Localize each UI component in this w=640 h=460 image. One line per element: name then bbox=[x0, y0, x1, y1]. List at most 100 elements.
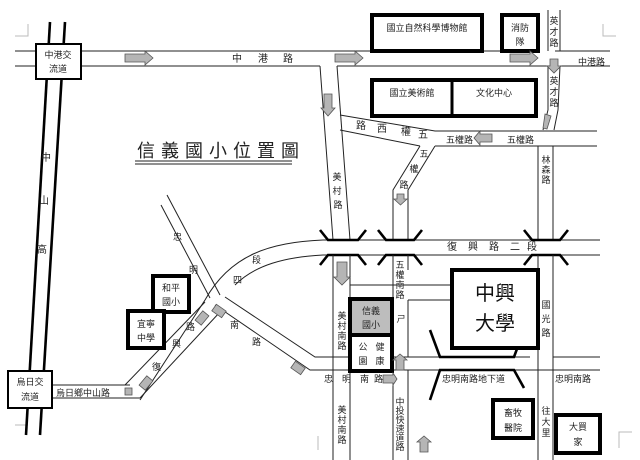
label-meicun-1: 美 bbox=[332, 171, 341, 183]
page-corner-marks bbox=[15, 24, 632, 450]
label-underpass: 忠明南路地下道 bbox=[442, 373, 505, 385]
park-char1: 公 bbox=[358, 342, 367, 353]
arrow-down-icon bbox=[333, 261, 351, 286]
label-yingcai-s-1: 英 bbox=[549, 75, 558, 87]
label-todali-2: 大 bbox=[541, 416, 550, 428]
car-marker-icon bbox=[290, 360, 306, 376]
zhonggang-interchange-line2: 流道 bbox=[49, 63, 67, 75]
arrow-diag-icon bbox=[542, 113, 552, 130]
label-wuquan-diag-2: 權 bbox=[409, 163, 418, 175]
label-yingcai-s-2: 才 bbox=[549, 86, 558, 98]
linsen-road bbox=[537, 146, 554, 240]
car-marker-icon bbox=[194, 310, 210, 326]
yining-line1: 宜寧 bbox=[137, 318, 155, 330]
arrow-up-icon bbox=[415, 435, 433, 453]
nchu-line1: 中興 bbox=[475, 281, 515, 305]
arrow-up-icon bbox=[391, 353, 409, 371]
xinyi-line2: 國小 bbox=[362, 320, 380, 331]
label-zhongming-1: 忠 bbox=[173, 232, 182, 243]
label-zhongtou-3: 快 bbox=[395, 414, 404, 426]
vet-hospital: 畜牧 醫院 bbox=[491, 398, 535, 440]
arrow-right-icon bbox=[382, 371, 398, 387]
label-todali-1: 往 bbox=[541, 405, 550, 417]
label-zhonggang-1: 中 bbox=[232, 52, 242, 65]
zhonggang-interchange: 中港交 流道 bbox=[35, 43, 82, 80]
label-yingcai-n-2: 才 bbox=[549, 26, 558, 38]
label-fuxing4-2: 四 bbox=[233, 276, 242, 286]
yining-high-school: 宜寧 中學 bbox=[126, 309, 166, 350]
label-zhongtou-2: 投 bbox=[395, 405, 404, 417]
nchu-line2: 大學 bbox=[475, 311, 515, 335]
tamida-store: 大買 家 bbox=[554, 413, 602, 455]
label-meicunnan-u-3: 南 bbox=[337, 330, 346, 342]
label-fuxing-lower-3: 復 bbox=[152, 361, 161, 373]
map-title: 信義國小位置圖 bbox=[135, 141, 299, 165]
label-zhongshan-2: 山 bbox=[39, 195, 49, 207]
label-fuxing2-1: 復 bbox=[447, 240, 457, 253]
label-guoguang-2: 光 bbox=[541, 313, 550, 325]
label-meicunnan-l-2: 村 bbox=[337, 414, 346, 426]
label-fuxing-lower-1: 路 bbox=[186, 321, 195, 333]
xinyi-line1: 信義 bbox=[362, 305, 380, 317]
yining-line2: 中學 bbox=[137, 332, 155, 344]
label-zhonggang-east: 中港路 bbox=[578, 56, 605, 68]
label-meicunnan-l-1: 美 bbox=[337, 404, 346, 416]
label-fuxing2-4: 二 bbox=[510, 242, 520, 253]
arrow-down-icon bbox=[546, 58, 562, 74]
fuxing-road bbox=[139, 239, 600, 401]
label-yingcai-s-3: 路 bbox=[549, 97, 558, 109]
culture-center-label: 文化中心 bbox=[476, 87, 512, 99]
wuri-interchange: 烏日交 流道 bbox=[7, 370, 53, 409]
label-meicunnan-u-1: 美 bbox=[337, 310, 346, 322]
label-wuquannan-1: 五 bbox=[395, 261, 404, 271]
park-char4: 康 bbox=[375, 355, 384, 367]
label-zhongmingnan-3: 南 bbox=[360, 373, 369, 385]
vet-line1: 畜牧 bbox=[504, 407, 522, 419]
label-linsen-2: 森 bbox=[541, 164, 550, 176]
label-meicun-3: 路 bbox=[333, 199, 342, 211]
label-wuquannan-4: 路 bbox=[395, 289, 404, 301]
label-zhongmingnan-4: 路 bbox=[374, 373, 383, 385]
science-museum-label: 國立自然科學博物館 bbox=[386, 22, 467, 34]
xinyi-elementary: 信義 國小 bbox=[348, 297, 394, 337]
art-museum-culture-center: 國立美術館 文化中心 bbox=[370, 78, 538, 118]
label-zhongtou-1: 中 bbox=[395, 396, 404, 408]
wuri-zhongshan-road bbox=[52, 384, 140, 399]
label-zhonggang-3: 路 bbox=[283, 52, 293, 65]
park-char3: 健 bbox=[375, 341, 384, 353]
nchu-university: 中興 大學 bbox=[450, 268, 540, 350]
label-meicunnan-l-4: 路 bbox=[337, 434, 346, 446]
arrow-right-icon bbox=[334, 50, 364, 66]
zhonggang-interchange-line1: 中港交 bbox=[44, 49, 71, 61]
label-fuxing2-5: 段 bbox=[527, 240, 537, 253]
label-zhongshan-3: 高 bbox=[37, 243, 47, 256]
label-wuquanxi-1: 路 bbox=[356, 119, 366, 132]
tamida-line1: 大買 bbox=[569, 421, 587, 433]
label-zhongshan-1: 中 bbox=[41, 151, 51, 164]
label-fuxing4-1: 段 bbox=[252, 254, 261, 266]
label-fuxing2-3: 路 bbox=[489, 240, 499, 253]
fire-station: 消防 隊 bbox=[500, 13, 540, 53]
label-zhongmingnan-2: 明 bbox=[342, 374, 351, 385]
label-guoguang-1: 國 bbox=[541, 300, 550, 311]
label-wuquan-diag-3: 路 bbox=[399, 179, 408, 191]
label-fuxing-lower-2: 興 bbox=[172, 339, 181, 350]
fire-station-line2: 隊 bbox=[515, 36, 524, 48]
label-wuquan-right: 五權路 bbox=[507, 134, 534, 146]
zhongshan-highway bbox=[24, 21, 67, 436]
jiankang-park: 公 園 健 康 bbox=[348, 333, 394, 373]
wuri-interchange-line2: 流道 bbox=[21, 391, 39, 403]
park-char2: 園 bbox=[358, 356, 367, 367]
label-wuquanxi-4: 五 bbox=[418, 130, 428, 141]
label-meicunnan-u-4: 路 bbox=[337, 340, 346, 352]
label-wuquannan-3: 南 bbox=[395, 279, 404, 291]
heping-elementary: 和平 國小 bbox=[151, 274, 191, 314]
label-zhongming-s-2: 路 bbox=[252, 336, 261, 348]
zhongming-road-diag bbox=[160, 194, 221, 299]
label-wuquanxi-3: 權 bbox=[401, 125, 411, 138]
tamida-line2: 家 bbox=[573, 436, 582, 448]
label-yingcai-n-1: 英 bbox=[549, 15, 558, 27]
car-marker-icon bbox=[138, 375, 154, 391]
label-zhongming-2: 明 bbox=[189, 265, 198, 276]
